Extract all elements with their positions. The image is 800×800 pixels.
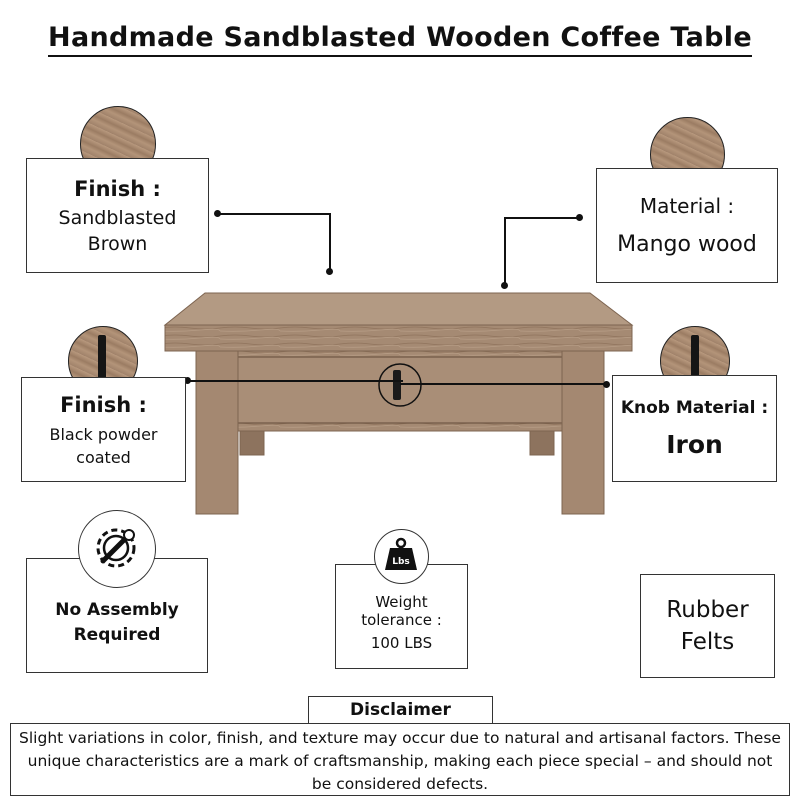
page-title: Handmade Sandblasted Wooden Coffee Table xyxy=(0,22,800,57)
weight-line2: tolerance : xyxy=(361,611,442,629)
knob-material-label: Knob Material : xyxy=(620,398,769,418)
finish-value-line2: Brown xyxy=(87,232,148,255)
knob-icon xyxy=(98,335,106,385)
knob-icon xyxy=(691,335,699,385)
weight-value: 100 LBS xyxy=(370,634,433,652)
leader-dot xyxy=(501,282,508,289)
leader-line xyxy=(400,383,605,385)
rubber-felts-card: Rubber Felts xyxy=(640,574,775,678)
felts-line2: Felts xyxy=(680,629,735,655)
weight-line1: Weight xyxy=(375,593,428,611)
knob-material-card: Knob Material : Iron xyxy=(612,375,777,482)
knob-material-value: Iron xyxy=(666,430,723,459)
disclaimer-label: Disclaimer xyxy=(308,696,493,724)
leader-dot xyxy=(603,381,610,388)
weight-icon: Lbs xyxy=(374,529,429,584)
material-label: Material : xyxy=(639,194,735,218)
finish-sandblasted-card: Finish : Sandblasted Brown xyxy=(26,158,209,273)
wrench-gear-icon xyxy=(78,510,156,588)
assembly-line2: Required xyxy=(73,625,161,645)
finish-label: Finish : xyxy=(74,176,161,201)
leader-line xyxy=(504,217,506,285)
finish-black-card: Finish : Black powder coated xyxy=(21,377,186,482)
leader-dot xyxy=(576,214,583,221)
felts-line1: Rubber xyxy=(666,597,749,623)
finish-knob-label: Finish : xyxy=(60,392,147,417)
leader-line xyxy=(329,213,331,271)
weight-icon-text: Lbs xyxy=(392,557,410,567)
finish-knob-line2: coated xyxy=(76,447,131,467)
leader-line xyxy=(188,380,403,382)
leader-dot xyxy=(214,210,221,217)
leader-dot xyxy=(184,377,191,384)
leader-line xyxy=(505,217,579,219)
finish-knob-line1: Black powder xyxy=(49,424,158,444)
assembly-line1: No Assembly xyxy=(55,600,179,620)
material-card: Material : Mango wood xyxy=(596,168,778,283)
finish-value-line1: Sandblasted xyxy=(58,206,177,229)
coffee-table-image xyxy=(163,292,634,515)
no-assembly-card: No Assembly Required xyxy=(26,558,208,673)
disclaimer-text: Slight variations in color, finish, and … xyxy=(10,723,790,796)
material-value: Mango wood xyxy=(617,232,757,257)
leader-line xyxy=(218,213,330,215)
leader-dot xyxy=(326,268,333,275)
